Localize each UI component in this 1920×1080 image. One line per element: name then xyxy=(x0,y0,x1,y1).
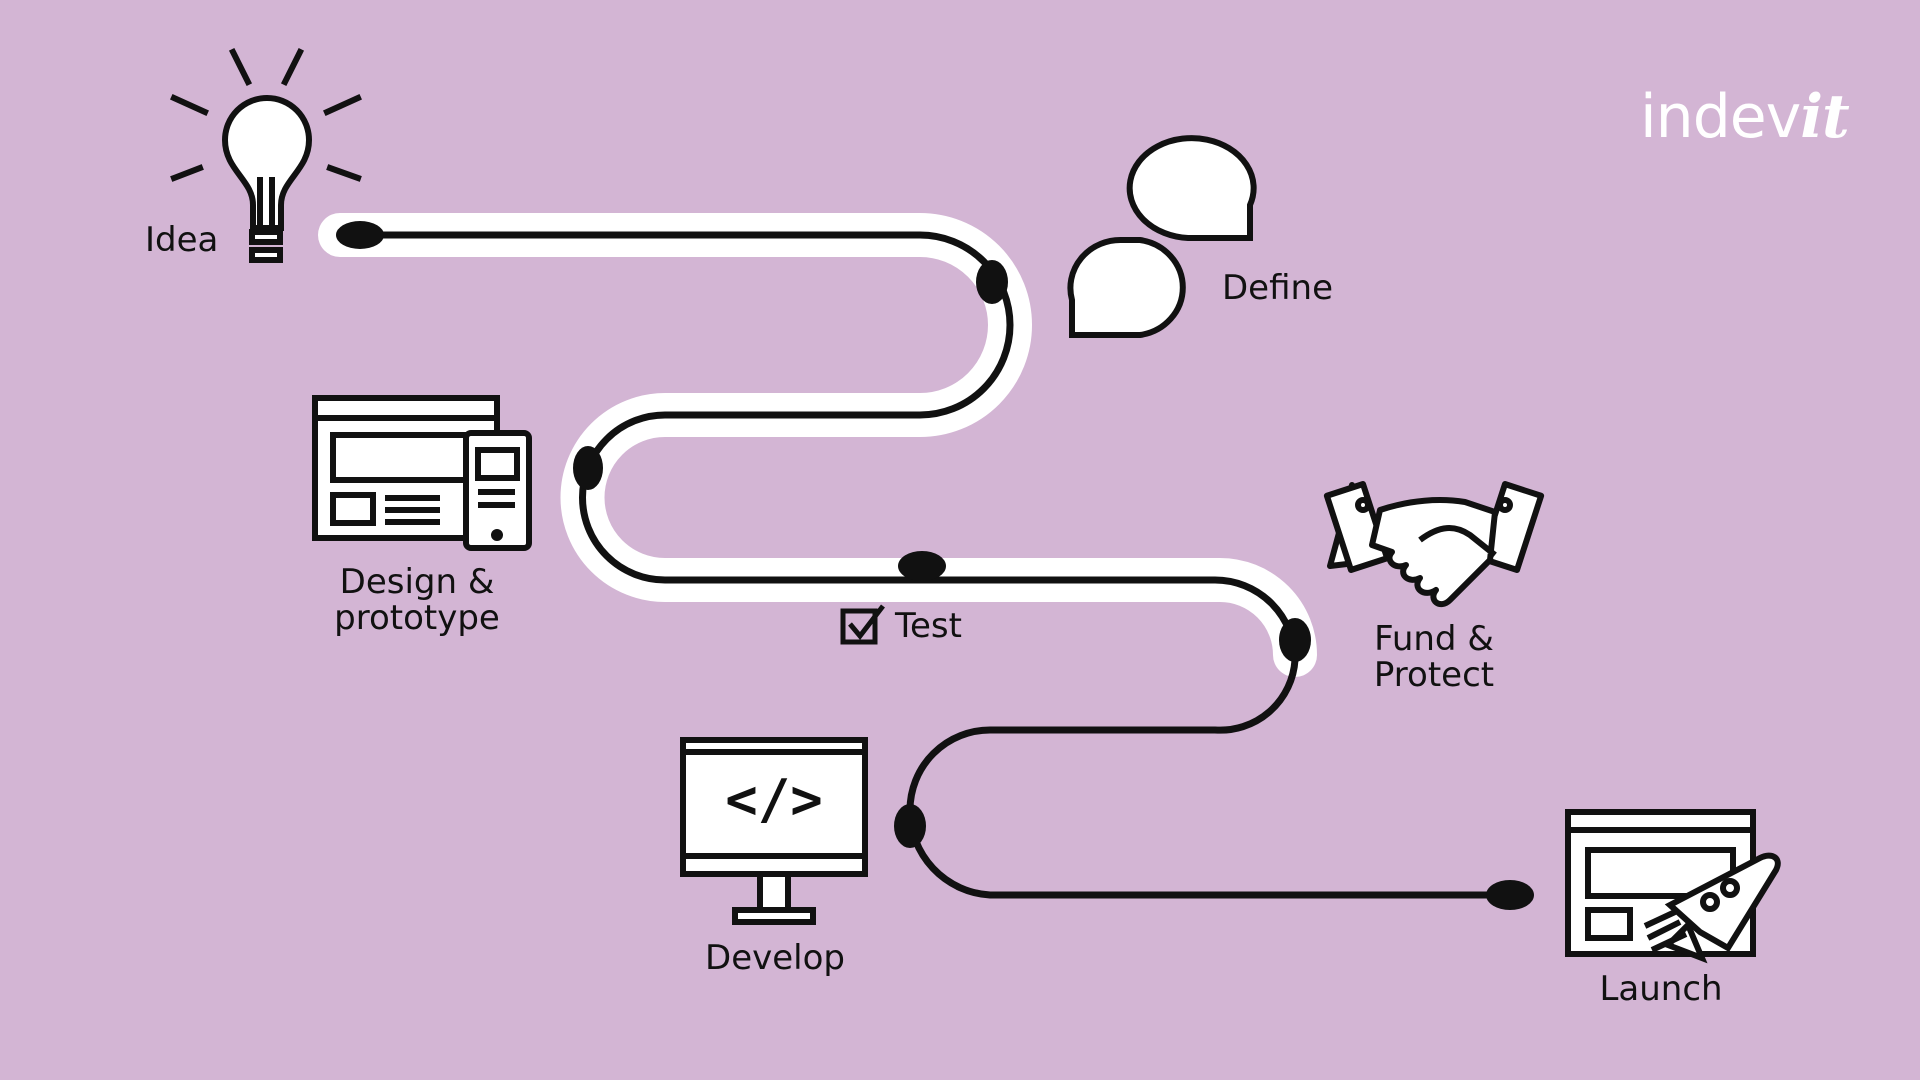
logo-text: indev xyxy=(1640,82,1801,152)
milestone-dot-develop xyxy=(894,804,926,848)
milestone-dot-test xyxy=(898,551,946,581)
lightbulb-icon xyxy=(170,47,362,263)
milestone-dot-fund xyxy=(1279,618,1311,662)
step-label-design: Design & prototype xyxy=(334,564,500,636)
step-label-launch: Launch xyxy=(1599,969,1723,1009)
brand-logo: indevit xyxy=(1640,82,1850,152)
checkbox-icon xyxy=(840,604,885,645)
code-monitor-icon xyxy=(680,737,868,925)
browser-mobile-icon xyxy=(312,395,532,551)
step-label-idea: Idea xyxy=(145,220,219,260)
handshake-icon xyxy=(1323,481,1545,608)
logo-accent: it xyxy=(1800,82,1850,152)
step-label-fund-line2: Protect xyxy=(1373,655,1495,695)
step-label-design-line2: prototype xyxy=(334,598,500,638)
step-label-design-line1: Design & xyxy=(339,562,495,602)
road-line xyxy=(356,231,1512,899)
milestone-dot-launch xyxy=(1486,880,1534,910)
milestone-dot-define xyxy=(976,260,1008,304)
step-label-develop: Develop xyxy=(705,938,845,978)
step-label-fund: Fund & Protect xyxy=(1374,621,1494,693)
milestone-dot-idea xyxy=(336,221,384,249)
rocket-browser-icon xyxy=(1565,809,1781,964)
milestone-dot-design xyxy=(573,446,603,490)
step-label-define: Define xyxy=(1222,268,1333,308)
speech-bubbles-icon xyxy=(1067,135,1257,338)
step-label-test: Test xyxy=(895,606,962,646)
code-symbol: </> xyxy=(725,768,823,831)
step-label-fund-line1: Fund & xyxy=(1374,619,1494,659)
